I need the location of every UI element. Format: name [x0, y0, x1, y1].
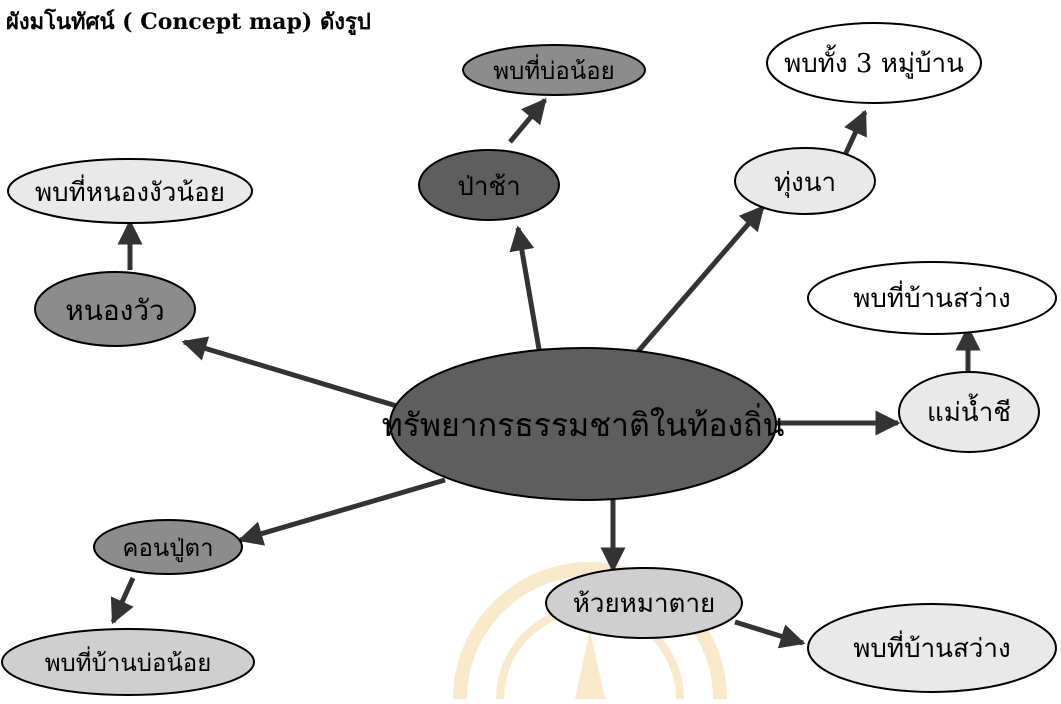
arrow-to-khon-pu-ta-found [110, 576, 136, 625]
node-khon-pu-ta-found: พบที่บ้านบ่อน้อย [1, 628, 255, 696]
node-huai-ma-tai: ห้วยหมาตาย [545, 567, 743, 639]
node-mae-nam-chi: แม่น้ำชี [898, 371, 1040, 453]
node-nong-wua-label: หนองวัว [65, 294, 165, 327]
connector-arrows [110, 98, 981, 649]
node-pa-cha: ป่าช้า [418, 149, 560, 221]
node-nong-wua-found: พบที่หนองงัวน้อย [7, 158, 253, 224]
arrow-to-nong-wua [181, 336, 401, 410]
node-khon-pu-ta-found-label: พบที่บ้านบ่อน้อย [45, 646, 212, 677]
arrow-to-khon-pu-ta [237, 477, 446, 546]
node-pa-cha-found-label: พบที่บ่อน้อย [493, 54, 614, 85]
arrow-to-huai-ma-tai-found [734, 619, 806, 649]
node-thung-na-label: ทุ่งนา [774, 168, 836, 198]
node-mae-nam-chi-found: พบที่บ้านสว่าง [807, 261, 1057, 335]
center-node: ทรัพยากรธรรมชาติในท้องถิ่น [382, 347, 785, 501]
node-huai-ma-tai-found: พบที่บ้านสว่าง [807, 603, 1057, 693]
node-thung-na-found-label: พบทั้ง 3 หมู่บ้าน [784, 44, 964, 79]
node-huai-ma-tai-label: ห้วยหมาตาย [573, 589, 716, 619]
arrow-to-thung-na-found [842, 109, 868, 157]
node-nong-wua: หนองวัว [34, 271, 196, 347]
node-khon-pu-ta: คอนปู่ตา [93, 519, 243, 575]
node-thung-na-found: พบทั้ง 3 หมู่บ้าน [766, 22, 982, 104]
node-mae-nam-chi-label: แม่น้ำชี [927, 393, 1011, 428]
arrow-to-thung-na [633, 205, 765, 357]
arrow-to-pa-cha-found [508, 98, 547, 144]
center-node-label: ทรัพยากรธรรมชาติในท้องถิ่น [382, 403, 785, 444]
arrow-to-pa-cha [509, 225, 543, 356]
page-title: ผังมโนทัศน์ ( Concept map) ดังรูป [6, 9, 371, 35]
node-pa-cha-label: ป่าช้า [457, 172, 520, 202]
node-huai-ma-tai-found-label: พบที่บ้านสว่าง [853, 630, 1010, 664]
node-nong-wua-found-label: พบที่หนองงัวน้อย [35, 174, 225, 208]
node-mae-nam-chi-found-label: พบที่บ้านสว่าง [853, 280, 1010, 314]
node-khon-pu-ta-label: คอนปู่ตา [122, 534, 213, 563]
node-pa-cha-found: พบที่บ่อน้อย [462, 44, 646, 96]
node-thung-na: ทุ่งนา [734, 147, 876, 215]
